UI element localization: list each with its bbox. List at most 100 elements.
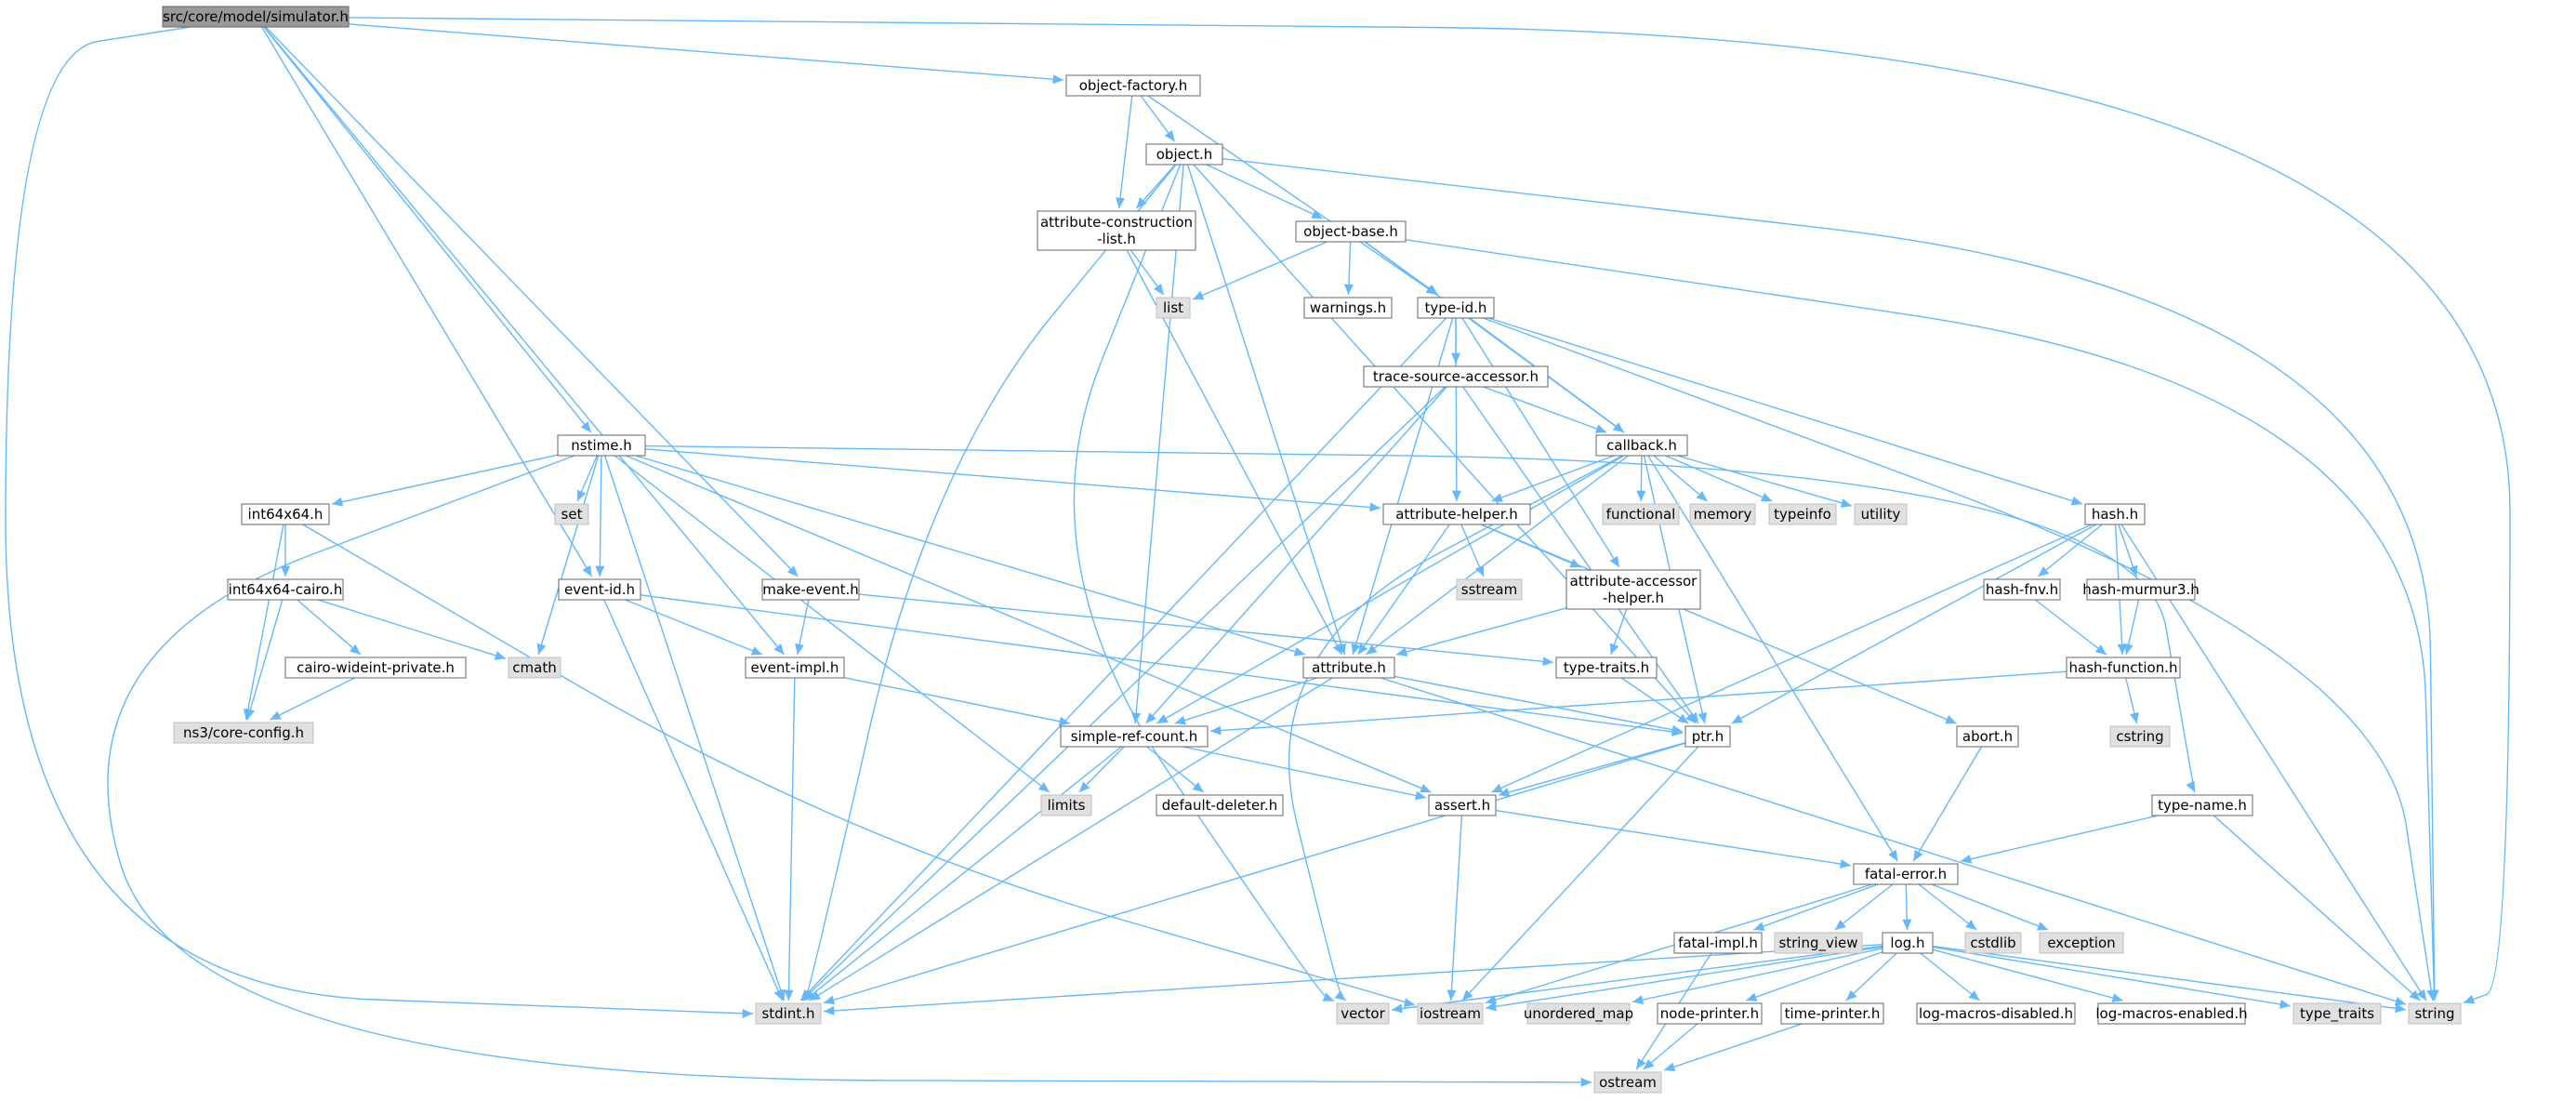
edge-simple-ref-to-default-del [1146,746,1205,793]
edge-int64cairo-to-core-config [245,599,284,721]
node-event-id[interactable]: event-id.h [558,578,641,601]
node-simulator[interactable]: src/core/model/simulator.h [162,6,350,28]
node-cstdlib: cstdlib [1964,932,2022,954]
node-label: set [561,506,583,523]
edge-callback-to-typeinfo [1665,455,1773,502]
node-hash-mm3[interactable]: hash-murmur3.h [2082,578,2200,601]
node-fatal-impl[interactable]: fatal-impl.h [1673,932,1763,954]
node-callback[interactable]: callback.h [1595,434,1688,457]
edge-object-to-ptr [1193,164,1697,724]
node-hash[interactable]: hash.h [2084,503,2146,525]
node-box [1065,74,1201,97]
node-box [1303,297,1393,319]
edge-callback-to-utility [1677,455,1853,508]
node-box [1602,503,1680,525]
edge-hash-mm3-to-hash-fn [2123,599,2140,656]
node-label: iostream [1420,1005,1481,1022]
node-fatal-error[interactable]: fatal-error.h [1853,863,1959,885]
edge-attribute-to-simple-ref [1174,677,1317,725]
edge-make-event-to-type-traits-h [858,593,1554,667]
node-make-event[interactable]: make-event.h [761,578,860,601]
node-label: type-id.h [1425,299,1487,316]
node-log[interactable]: log.h [1882,932,1934,954]
node-box [1657,1002,1763,1025]
edge-simple-ref-to-stdint [804,746,1122,1002]
node-nstime[interactable]: nstime.h [557,434,646,457]
node-object-factory[interactable]: object-factory.h [1065,74,1201,97]
node-box [1964,932,2022,954]
node-box [1956,725,2019,748]
node-attr-constr[interactable]: attribute-construction-list.h [1037,210,1196,251]
node-box [1595,434,1688,457]
node-abort[interactable]: abort.h [1956,725,2019,748]
edge-object-to-attr-constr [1135,164,1176,209]
edge-int64cairo-to-cairo-wide [297,599,362,656]
node-label: hash-function.h [2069,659,2178,676]
edge-hash-fn-to-simple-ref [1209,670,2067,736]
node-attr-acc[interactable]: attribute-accessor-helper.h [1565,569,1701,610]
edge-callback-to-attr-helper [1491,455,1615,502]
edge-nstime-to-cmath [536,455,600,656]
node-label: nstime.h [571,437,632,454]
node-object[interactable]: object.h [1145,143,1223,166]
node-box [162,6,350,28]
node-box [1780,1002,1884,1025]
node-box [2408,1002,2462,1025]
node-type-id[interactable]: type-id.h [1417,297,1495,319]
node-label: cairo-wideint-private.h [297,659,455,676]
edge-object-base-to-list [1192,241,1328,300]
node-warnings[interactable]: warnings.h [1303,297,1393,319]
edge-int64cairo-to-cmath [317,599,507,660]
node-hash-fnv[interactable]: hash-fnv.h [1983,578,2061,601]
node-label: hash.h [2092,506,2138,523]
node-ptr[interactable]: ptr.h [1684,725,1731,748]
node-cmath: cmath [508,657,561,679]
edge-log-to-time-printer [1845,952,1897,1002]
node-event-impl[interactable]: event-impl.h [745,657,845,679]
edge-object-factory-to-object [1140,95,1176,142]
node-simple-ref[interactable]: simple-ref-count.h [1060,725,1209,748]
node-box [227,578,344,601]
node-object-base[interactable]: object-base.h [1295,220,1407,243]
node-log-dis[interactable]: log-macros-disabled.h [1916,1002,2076,1025]
node-box [1768,503,1837,525]
node-attr-helper[interactable]: attribute-helper.h [1382,503,1531,525]
node-box [2066,657,2181,679]
node-label: warnings.h [1310,299,1386,316]
edge-log-to-vector [1391,945,1883,1014]
node-int64x64[interactable]: int64x64.h [241,503,330,525]
node-cairo-wide[interactable]: cairo-wideint-private.h [284,657,467,679]
edge-attribute-to-string [1380,677,2407,1006]
node-hash-fn[interactable]: hash-function.h [2066,657,2181,679]
node-assert[interactable]: assert.h [1428,794,1497,816]
node-attribute[interactable]: attribute.h [1302,657,1395,679]
node-box [1853,863,1959,885]
node-label: exception [2047,935,2115,951]
node-trace-src[interactable]: trace-source-accessor.h [1363,365,1549,388]
node-default-del[interactable]: default-deleter.h [1156,794,1284,816]
edge-int64x64-to-core-config [243,524,284,721]
node-type-traits-h[interactable]: type-traits.h [1555,657,1658,679]
node-time-printer[interactable]: time-printer.h [1780,1002,1884,1025]
node-label: int64x64-cairo.h [229,581,343,598]
node-exception: exception [2039,932,2124,954]
node-memory: memory [1689,503,1756,525]
edge-fatal-error-to-exception [1931,883,2049,931]
edge-log-to-log-en [1932,948,2123,1002]
node-label: event-id.h [564,581,635,598]
node-label: hash-fnv.h [1986,581,2058,598]
node-int64cairo[interactable]: int64x64-cairo.h [227,578,344,601]
edge-hash-to-ptr [1731,524,2097,724]
node-label: cmath [512,659,556,676]
node-node-printer[interactable]: node-printer.h [1657,1002,1763,1025]
node-box [1983,578,2061,601]
node-log-en[interactable]: log-macros-enabled.h [2095,1002,2248,1025]
edge-log-to-node-printer [1745,950,1883,1002]
node-core-config: ns3/core-config.h [173,722,314,744]
node-functional: functional [1602,503,1680,525]
edge-fatal-error-to-string-view [1834,883,1894,931]
node-box [1882,932,1934,954]
node-box [241,503,330,525]
node-type-name[interactable]: type-name.h [2151,794,2253,816]
node-label: trace-source-accessor.h [1373,368,1539,385]
